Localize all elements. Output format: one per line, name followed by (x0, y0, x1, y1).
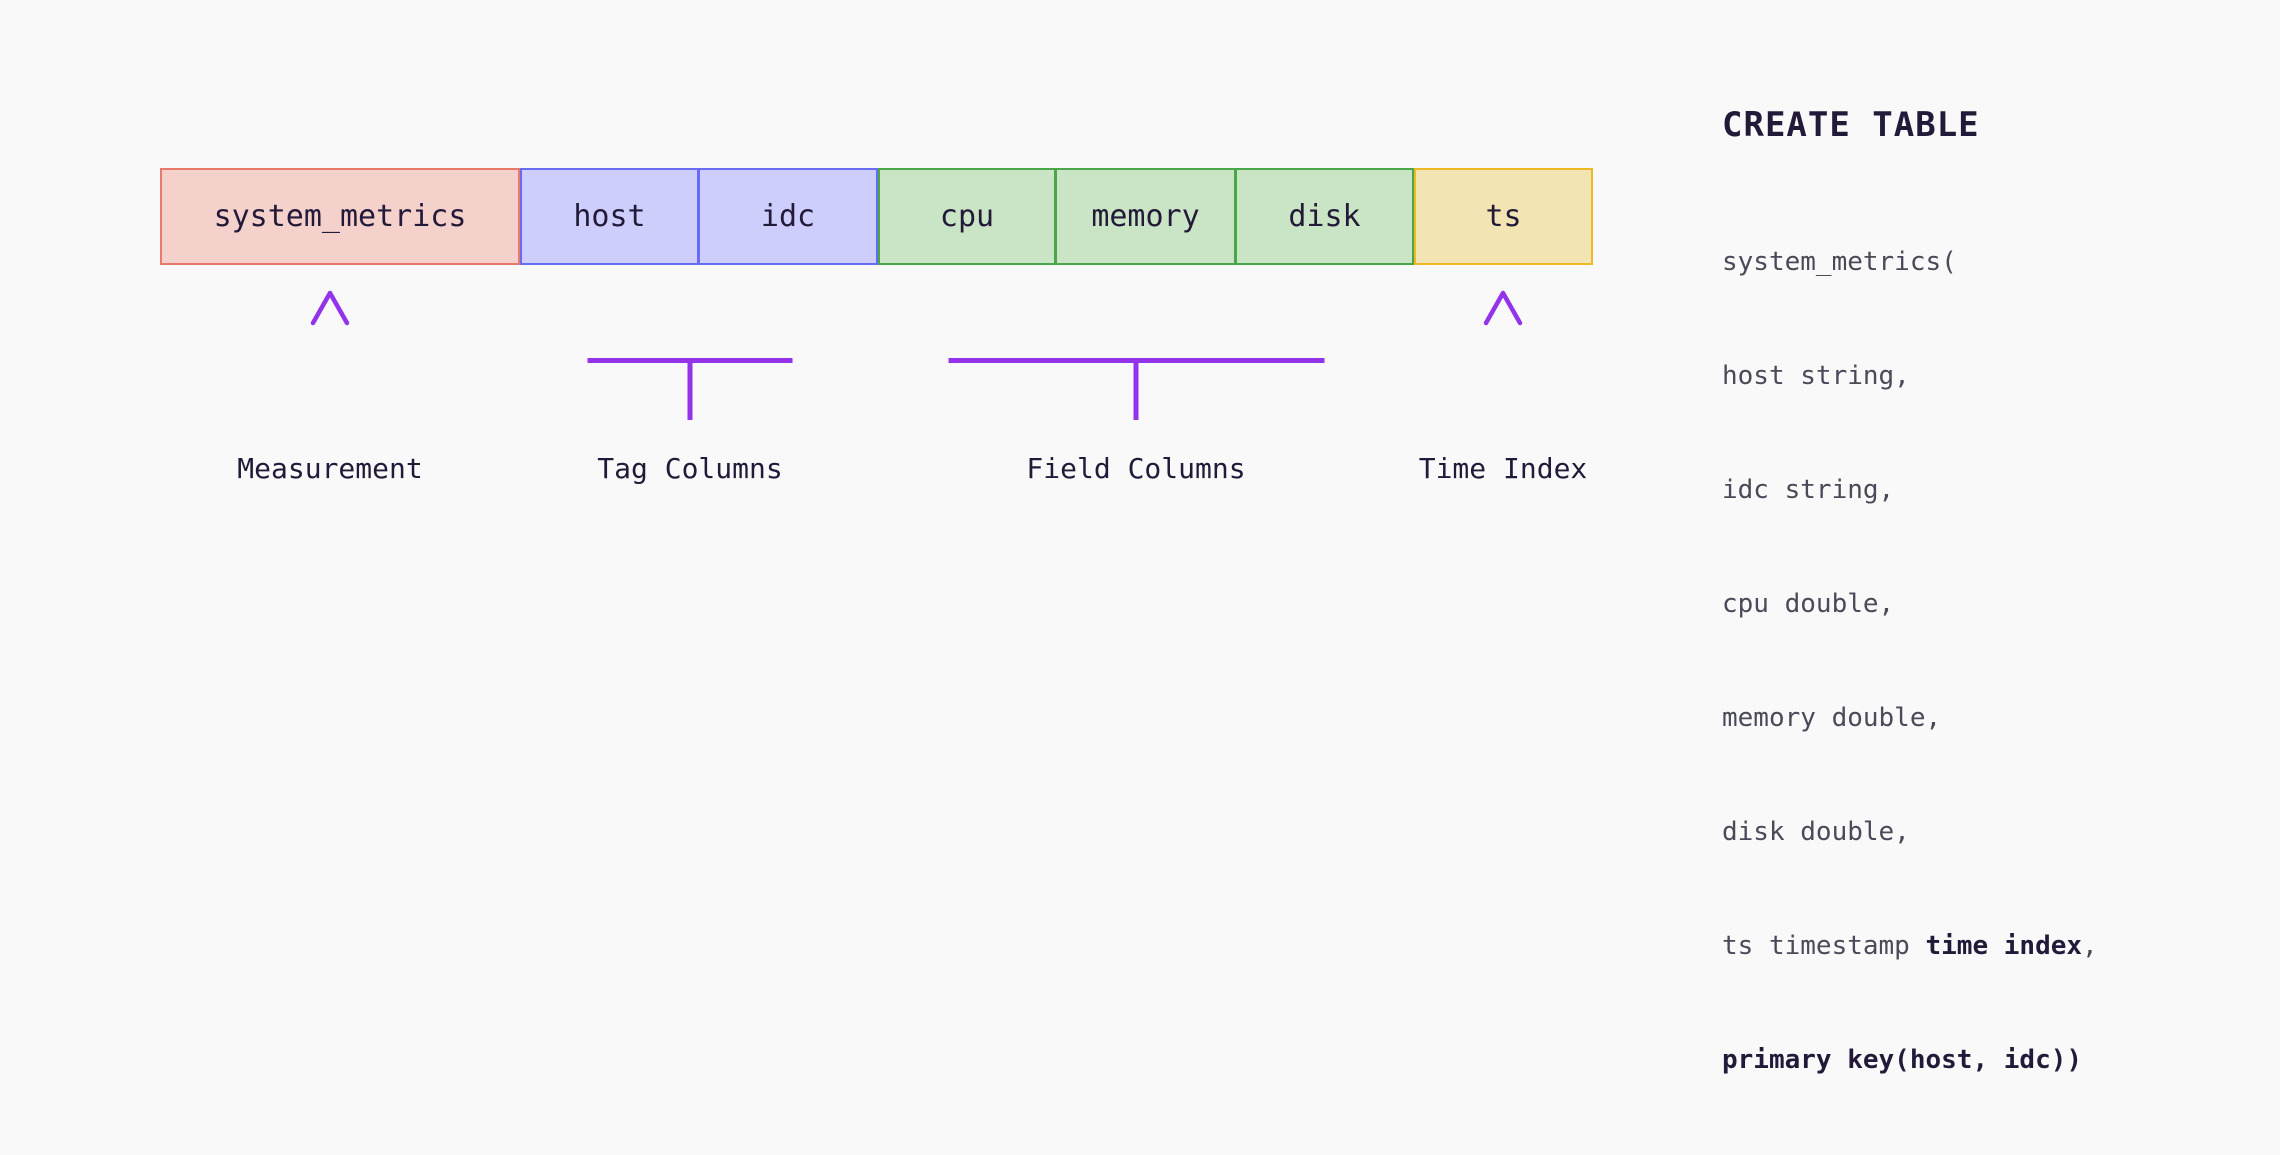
column-cell-disk[interactable]: disk (1236, 168, 1414, 265)
code-line-primary-key: primary key(host, idc)) (1722, 1041, 2098, 1079)
segment-tag-columns: host idc (520, 168, 878, 265)
segment-measurement: system_metrics (160, 168, 520, 265)
arrow-time-index (1483, 290, 1523, 400)
code-line: cpu double, (1722, 589, 1895, 619)
label-time-index: Time Index (1418, 452, 1588, 485)
bracket-tag-columns (587, 300, 793, 420)
label-field-columns: Field Columns (1026, 452, 1246, 485)
create-table-panel: CREATE TABLE system_metrics( host string… (1722, 105, 2098, 1155)
schema-strip: system_metrics host idc cpu memory disk … (160, 168, 1593, 265)
column-cell-system-metrics[interactable]: system_metrics (160, 168, 520, 265)
code-text: ts timestamp (1722, 931, 1926, 961)
column-cell-ts[interactable]: ts (1414, 168, 1593, 265)
code-text: , (2082, 931, 2098, 961)
label-tag-columns: Tag Columns (597, 452, 783, 485)
create-table-sql: system_metrics( host string, idc string,… (1722, 167, 2098, 1155)
bracket-field-columns (948, 300, 1325, 420)
column-cell-cpu[interactable]: cpu (878, 168, 1056, 265)
segment-time-index: ts (1414, 168, 1593, 265)
code-line: disk double, (1722, 817, 1910, 847)
column-cell-host[interactable]: host (520, 168, 699, 265)
code-line: host string, (1722, 361, 1910, 391)
code-keyword-primary-key: primary key(host, idc)) (1722, 1045, 2083, 1075)
code-keyword-time-index: time index (1925, 931, 2083, 961)
code-line-time-index: ts timestamp time index, (1722, 927, 2098, 965)
code-line: memory double, (1722, 703, 1942, 733)
code-line: system_metrics( (1722, 247, 1957, 277)
column-cell-idc[interactable]: idc (699, 168, 878, 265)
code-line: idc string, (1722, 475, 1895, 505)
arrow-measurement (310, 290, 350, 400)
create-table-title: CREATE TABLE (1722, 105, 1980, 145)
diagram-canvas: system_metrics host idc cpu memory disk … (160, 105, 2098, 1075)
segment-field-columns: cpu memory disk (878, 168, 1414, 265)
label-measurement: Measurement (237, 452, 423, 485)
column-cell-memory[interactable]: memory (1056, 168, 1236, 265)
